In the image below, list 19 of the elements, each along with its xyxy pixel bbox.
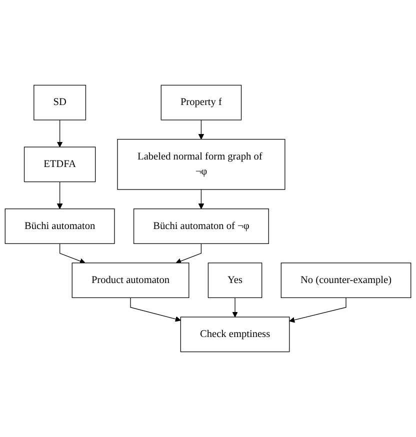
node-box: Yes bbox=[208, 262, 262, 298]
arrow bbox=[56, 120, 63, 148]
arrow bbox=[198, 120, 204, 140]
node-box: Labeled normal form graph of ¬φ bbox=[117, 138, 286, 190]
arrow bbox=[176, 243, 202, 264]
arrow bbox=[232, 297, 238, 318]
node-box: Property f bbox=[160, 84, 242, 120]
node-box: SD bbox=[34, 84, 86, 120]
arrow bbox=[130, 297, 181, 322]
node-box: Büchi automaton bbox=[4, 208, 115, 244]
node-box: ETDFA bbox=[24, 146, 96, 182]
node-box: Check emptiness bbox=[180, 316, 290, 352]
arrow bbox=[198, 189, 204, 210]
node-box: Büchi automaton of ¬φ bbox=[133, 208, 269, 244]
node-box: Product automaton bbox=[72, 262, 190, 298]
arrow bbox=[56, 181, 63, 210]
node-box: No (counter-example) bbox=[280, 262, 412, 298]
arrow bbox=[289, 297, 346, 323]
arrow bbox=[60, 243, 86, 264]
